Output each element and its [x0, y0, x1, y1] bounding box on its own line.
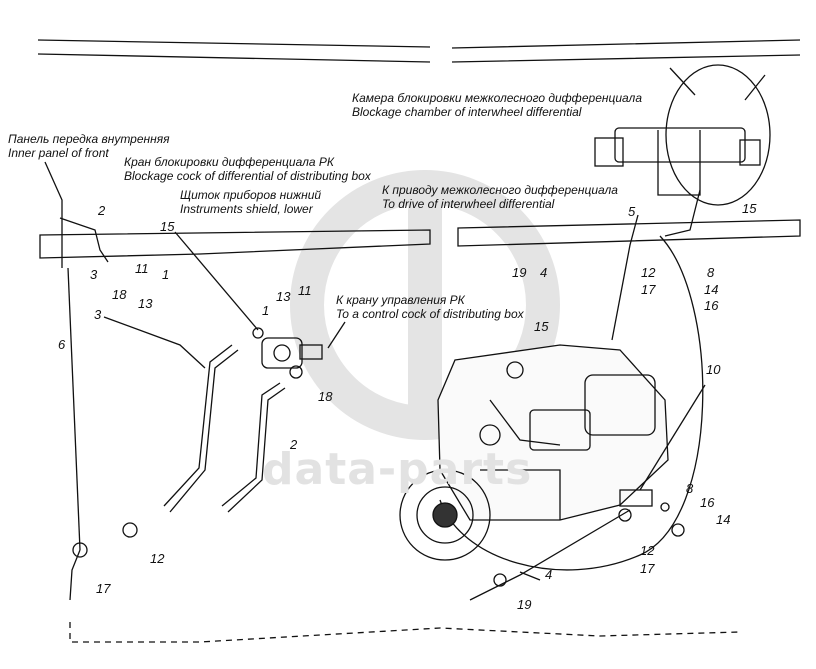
fitting-12-a: [122, 522, 138, 538]
callout-17-top: 17: [641, 282, 656, 297]
fitting-19: [493, 573, 507, 587]
hose-5-leader: [611, 214, 639, 341]
callout-12-top: 12: [641, 265, 656, 280]
label-control-en: To a control cock of distributing box: [336, 307, 524, 321]
callout-18: 18: [318, 389, 333, 404]
callout-17-bottom: 17: [640, 561, 655, 576]
label-shield-en: Instruments shield, lower: [180, 202, 313, 216]
callout-17-left: 17: [96, 581, 111, 596]
callout-2: 2: [290, 437, 298, 452]
pipe-3b: [163, 344, 233, 507]
callout-13: 14: [716, 512, 731, 527]
leader-4: [519, 571, 541, 581]
callout-12-bottom: 12: [640, 543, 655, 558]
fitting-15: [660, 502, 670, 512]
label-control-ru: К крану управления РК: [336, 293, 465, 307]
callout-8: 8: [686, 481, 694, 496]
pipe-6: [67, 267, 81, 551]
callout-4-top: 4: [540, 265, 548, 280]
panel-leader: [44, 161, 63, 268]
blockage-cock: [261, 337, 323, 379]
callout-19-top: 19: [512, 265, 527, 280]
callout-4-bottom: 4: [545, 567, 553, 582]
label-panel-en: Inner panel of front: [8, 146, 109, 160]
control-leader: [327, 321, 346, 349]
frame-top-right: [451, 39, 801, 63]
callout-2-top: 2: [98, 203, 106, 218]
blockage-chamber: [594, 64, 771, 237]
transfer-case: [399, 344, 669, 561]
frame-top-left: [37, 39, 431, 63]
label-chamber-en: Blockage chamber of interwheel different…: [352, 105, 582, 119]
callout-16-case: 15: [534, 319, 549, 334]
callout-3: 3: [94, 307, 102, 322]
label-drive-en: To drive of interwheel differential: [382, 197, 555, 211]
callout-13-top: 14: [704, 282, 719, 297]
callout-5: 5: [628, 204, 636, 219]
pipe-3: [169, 349, 239, 513]
pipe-2: [227, 387, 286, 513]
leader-16-top: [174, 231, 259, 331]
callout-14: 13: [276, 289, 291, 304]
callout-19-bottom: 19: [517, 597, 532, 612]
pipe-2b: [221, 382, 281, 507]
watermark-logo: [290, 170, 560, 440]
fitting-17-a: [72, 542, 88, 558]
hose-5: [439, 235, 704, 571]
callout-10: 10: [706, 362, 721, 377]
callout-15: 16: [700, 495, 715, 510]
callout-11: 11: [298, 283, 312, 298]
label-cock-en: Blockage cock of differential of distrib…: [124, 169, 371, 183]
bracket-8: [619, 489, 653, 507]
leader-10: [639, 384, 706, 491]
callout-1: 1: [262, 303, 270, 318]
outline-dashed: [69, 622, 741, 643]
callout-14-top: 13: [138, 296, 153, 311]
fitting-13: [671, 523, 685, 537]
fitting-12-b: [618, 508, 632, 522]
callout-3-top: 3: [90, 267, 98, 282]
callout-16-chamber: 15: [742, 201, 757, 216]
front-panel-beam-left: [39, 229, 431, 259]
callout-1-top: 1: [162, 267, 170, 282]
label-cock-ru: Кран блокировки дифференциала РК: [124, 155, 334, 169]
watermark-text: data-parts: [262, 444, 533, 495]
label-panel-ru: Панель передка внутренняя: [8, 132, 170, 146]
panel-bracket: [59, 217, 109, 263]
callout-12-left: 12: [150, 551, 165, 566]
callout-11-top: 11: [135, 261, 149, 276]
label-shield-ru: Щиток приборов нижний: [180, 188, 322, 202]
fitting-16-a: [252, 327, 264, 339]
pipe-4-line: [469, 584, 501, 601]
pipe-4: [499, 509, 631, 586]
callout-8-top: 8: [707, 265, 715, 280]
leader-3: [103, 316, 206, 369]
callout-15-top: 16: [704, 298, 719, 313]
label-drive-ru: К приводу межколесного дифференциала: [382, 183, 618, 197]
callout-6: 6: [58, 337, 66, 352]
front-panel-beam-right: [457, 219, 801, 247]
label-chamber-ru: Камера блокировки межколесного дифференц…: [352, 91, 642, 105]
callout-18-top: 18: [112, 287, 127, 302]
callout-16-top: 15: [160, 219, 175, 234]
